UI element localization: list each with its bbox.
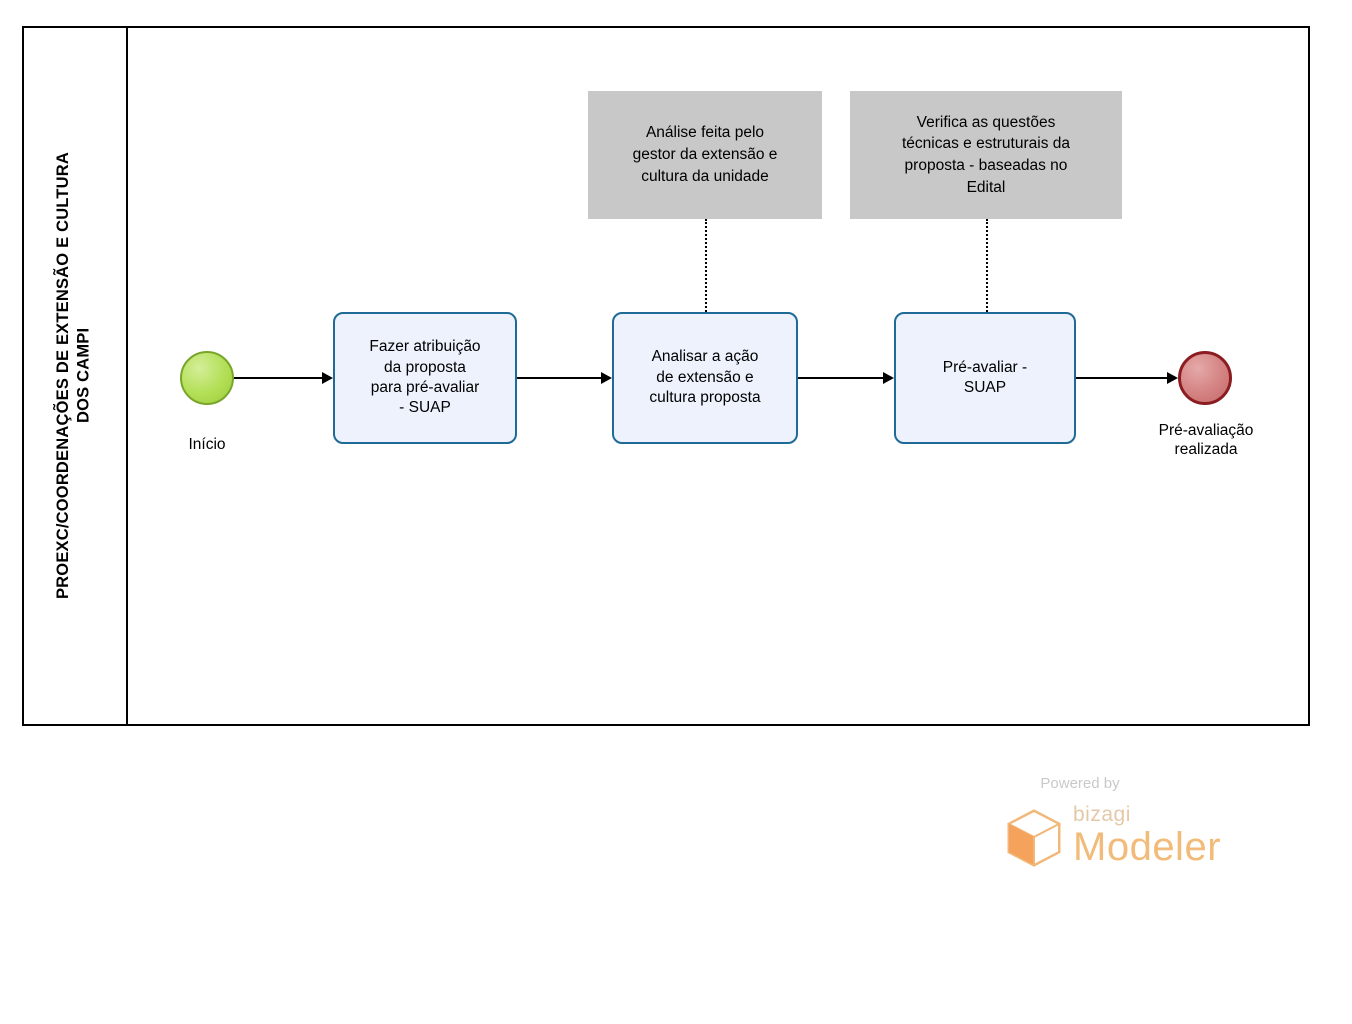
bizagi-cube-icon — [1003, 807, 1065, 869]
end-event — [1178, 351, 1232, 405]
end-event-label: Pré-avaliação realizada — [1158, 422, 1254, 459]
flow-task2-to-task3 — [798, 377, 883, 379]
lane-title: PROEXC/COORDENAÇÕES DE EXTENSÃO E CULTUR… — [54, 152, 93, 600]
flow-task1-to-task2 — [517, 377, 601, 379]
task-fazer-atribuicao[interactable]: Fazer atribuição da proposta para pré-av… — [333, 312, 517, 444]
flow-arrow-3 — [883, 372, 894, 384]
annotation-verifica-questoes: Verifica as questões técnicas e estrutur… — [850, 91, 1122, 219]
bizagi-wordmark: bizagi — [1073, 803, 1131, 826]
lane-header: PROEXC/COORDENAÇÕES DE EXTENSÃO E CULTUR… — [22, 26, 128, 726]
modeler-wordmark: Modeler — [1073, 825, 1222, 869]
annotation-analise-gestor: Análise feita pelo gestor da extensão e … — [588, 91, 822, 219]
flow-arrow-1 — [322, 372, 333, 384]
start-event — [180, 351, 234, 405]
flow-arrow-2 — [601, 372, 612, 384]
flow-start-to-task1 — [234, 377, 322, 379]
branding: Powered by bizagi Modeler — [995, 775, 1255, 895]
task-analisar-acao[interactable]: Analisar a ação de extensão e cultura pr… — [612, 312, 798, 444]
association-line-2 — [986, 219, 988, 312]
association-line-1 — [705, 219, 707, 312]
start-event-label: Início — [188, 436, 226, 453]
flow-task3-to-end — [1076, 377, 1167, 379]
task-pre-avaliar[interactable]: Pré-avaliar - SUAP — [894, 312, 1076, 444]
flow-arrow-4 — [1167, 372, 1178, 384]
powered-by-label: Powered by — [1040, 775, 1120, 792]
